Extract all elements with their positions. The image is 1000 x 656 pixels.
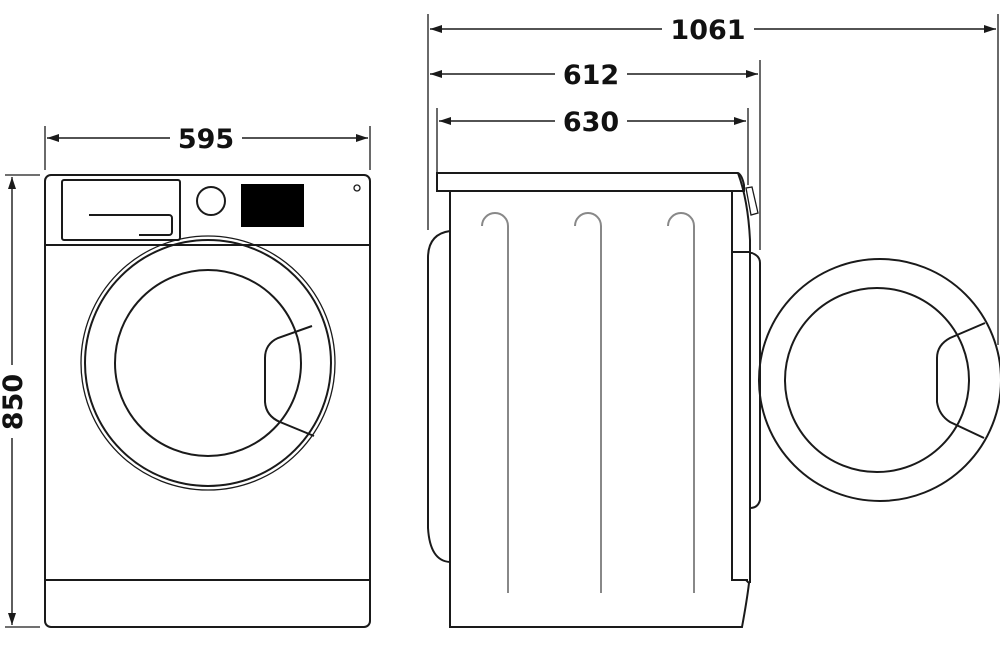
worktop <box>436 172 745 192</box>
dim-label-630: 630 <box>563 107 619 138</box>
drawer-handle <box>89 214 173 236</box>
door-ring-outer <box>80 235 336 491</box>
detergent-drawer <box>61 179 181 241</box>
open-door-glass <box>784 287 970 473</box>
cabinet-side <box>449 191 751 628</box>
door-bulge <box>427 230 451 563</box>
door-glass <box>114 269 302 457</box>
open-door-ring <box>758 258 1000 502</box>
display-panel <box>241 184 304 227</box>
dimension-lines: 1061 612 630 595 850 <box>0 14 999 628</box>
program-knob <box>196 186 226 216</box>
cabinet-front <box>44 174 371 628</box>
front-view <box>44 174 371 628</box>
dim-label-850: 850 <box>0 374 29 430</box>
open-door <box>758 258 1000 502</box>
side-view <box>427 172 761 628</box>
open-door-handle <box>936 322 986 439</box>
dim-label-1061: 1061 <box>670 15 745 46</box>
door-hinge-side <box>749 252 761 509</box>
indicator-light <box>353 184 361 192</box>
door-ring <box>84 239 332 487</box>
dim-label-612: 612 <box>563 60 619 91</box>
drum-rib-1 <box>481 212 509 593</box>
drum-rib-2 <box>574 212 602 593</box>
door-handle <box>264 325 315 437</box>
drum-rib-3 <box>667 212 695 593</box>
front-panel-edge <box>737 172 751 583</box>
dim-label-595: 595 <box>178 124 234 155</box>
knob-side <box>745 186 759 216</box>
